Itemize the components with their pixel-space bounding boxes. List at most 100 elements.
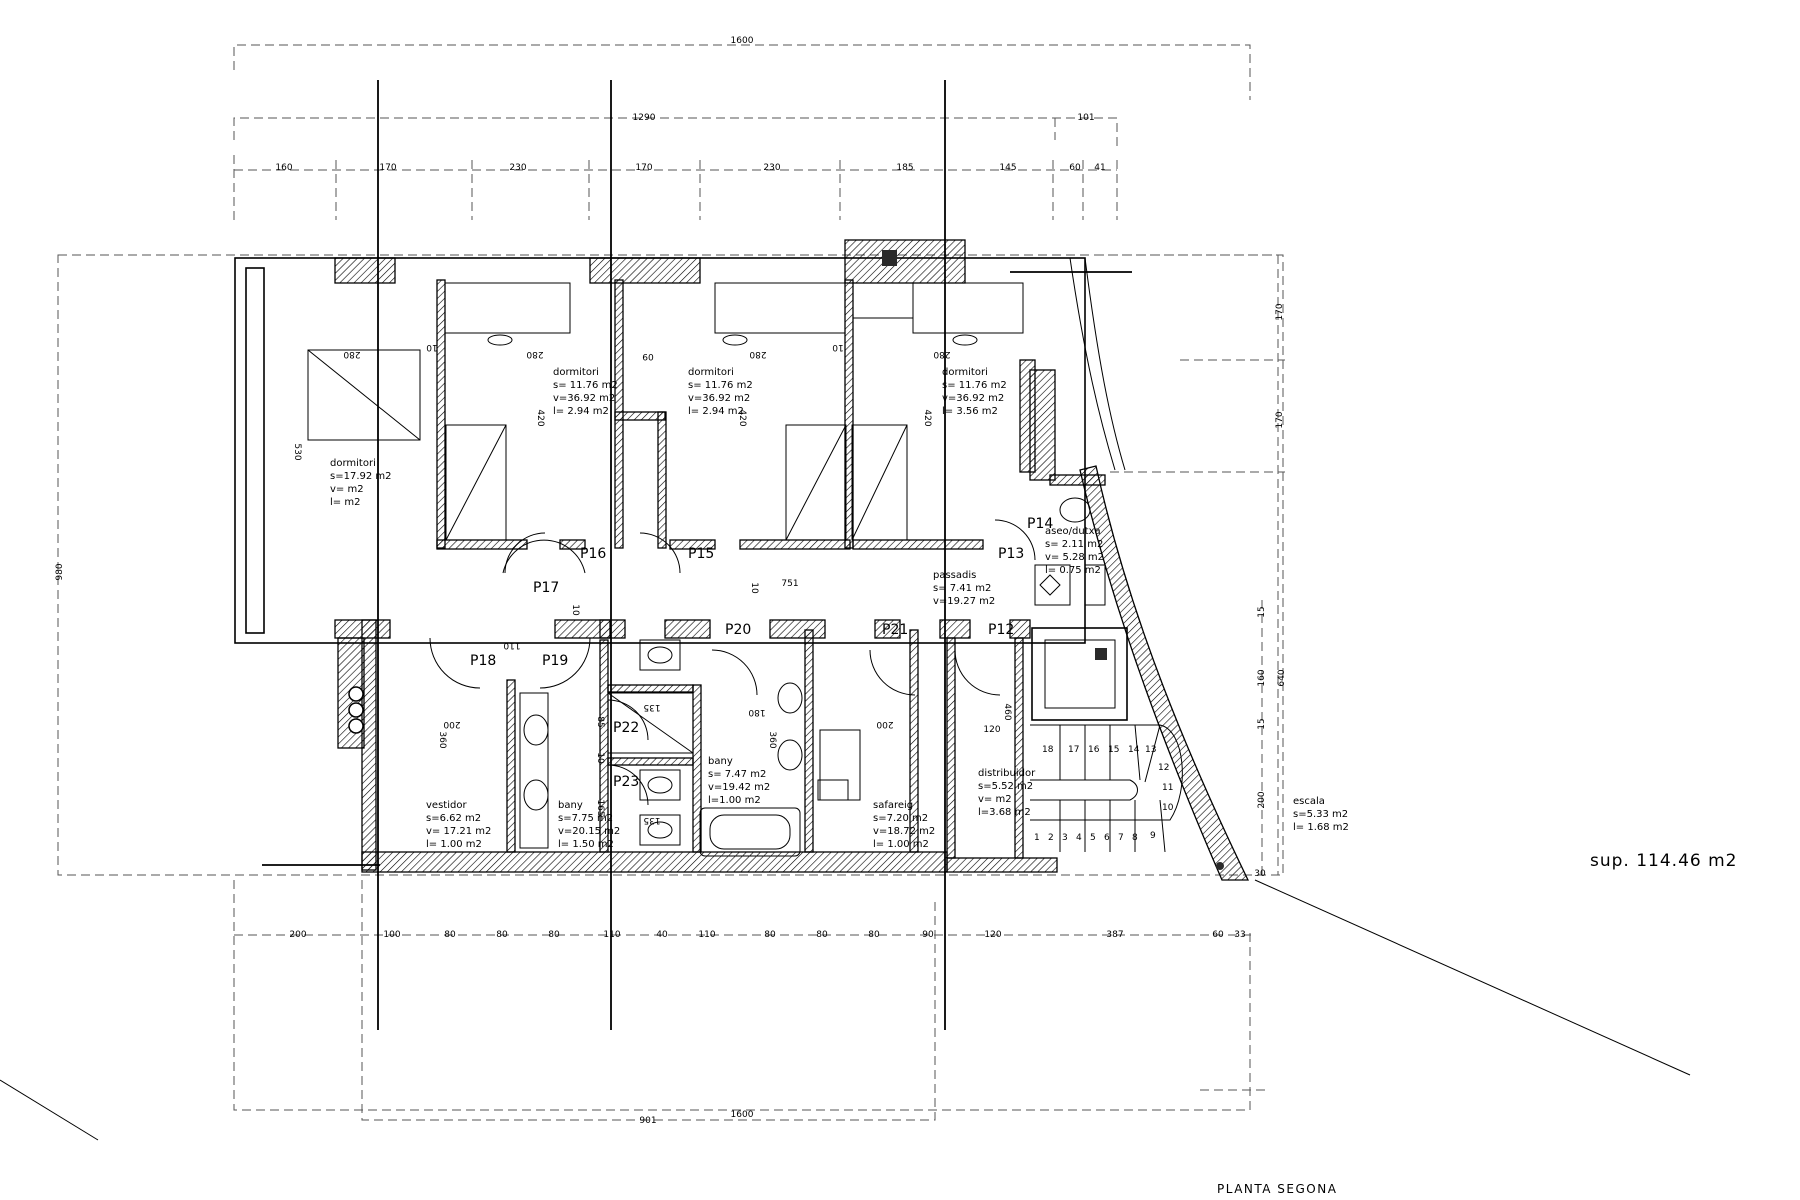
interior-dim: 360 <box>767 731 777 748</box>
dim-top-row3: 145 <box>999 163 1016 173</box>
interior-dim: 460 <box>1002 703 1012 720</box>
dim-bottom-row1: 33 <box>1234 930 1245 940</box>
room-data: l=1.00 m2 <box>708 795 761 806</box>
door-label: P16 <box>580 546 606 562</box>
room-data: l= 2.94 m2 <box>688 406 744 417</box>
dim-bottom-row1: 80 <box>816 930 828 940</box>
walls <box>234 239 1250 881</box>
stair-step-number: 12 <box>1158 763 1169 773</box>
interior-dim: 110 <box>503 640 520 650</box>
stair-step-number: 6 <box>1104 833 1110 843</box>
dim-top-row3: 60 <box>1069 163 1081 173</box>
door-label: P23 <box>613 774 639 790</box>
interior-dim: 280 <box>343 349 360 359</box>
interior-dim: 09 <box>642 351 654 361</box>
stair-step-number: 4 <box>1076 833 1082 843</box>
interior-dim: 751 <box>781 579 798 589</box>
room-name: safareig <box>873 800 913 811</box>
door-label: P20 <box>725 622 751 638</box>
room-data: v= 17.21 m2 <box>426 826 491 837</box>
interior-dim: 10 <box>426 342 438 352</box>
room-data: l= 3.56 m2 <box>942 406 998 417</box>
room-data: s= 11.76 m2 <box>688 380 753 391</box>
room-name: distribuidor <box>978 768 1036 779</box>
interior-dim: 85 <box>595 716 605 727</box>
interior-dim: 420 <box>737 409 747 426</box>
room-data: v= m2 <box>330 484 364 495</box>
room-data: s=6.62 m2 <box>426 813 481 824</box>
interior-dim: 530 <box>292 443 302 460</box>
interior-dim: 120 <box>983 725 1000 735</box>
room-data: s=5.52 m2 <box>978 781 1033 792</box>
interior-dim: 200 <box>443 719 460 729</box>
room-data: v=36.92 m2 <box>553 393 615 404</box>
room-data: v=19.42 m2 <box>708 782 770 793</box>
dim-top-row3: 160 <box>275 163 292 173</box>
interior-dim: 10 <box>595 752 605 764</box>
door-label: P17 <box>533 580 559 596</box>
room-labels: dormitori s=17.92 m2 v= m2 l= m2 dormito… <box>330 367 1349 850</box>
dim-bottom-row1: 200 <box>289 930 306 940</box>
dim-bottom-row1: 110 <box>698 930 715 940</box>
stair-step-number: 13 <box>1145 745 1156 755</box>
door-label: P19 <box>542 653 568 669</box>
dim-top-row3: 230 <box>509 163 526 173</box>
room-name: bany <box>558 800 583 811</box>
door-labels: P12 P13 P14 P15 P16 P17 P18 P19 P20 P21 … <box>470 516 1053 790</box>
interior-dim: 30 <box>1254 869 1266 879</box>
dim-right-side-lower: 640 <box>1277 669 1287 686</box>
stair-step-number: 10 <box>1162 803 1174 813</box>
dim-top-row2-left: 1290 <box>633 113 656 123</box>
dim-right-side-upper: 170 <box>1275 411 1285 428</box>
dim-bottom-row1: 80 <box>764 930 776 940</box>
room-name: escala <box>1293 796 1325 807</box>
dim-right-side-lower: 15 <box>1257 606 1267 617</box>
dim-right-side-lower: 200 <box>1257 791 1267 808</box>
stair-step-number: 16 <box>1088 745 1100 755</box>
dim-bottom-row1: 100 <box>383 930 400 940</box>
room-data: l= 1.50 m2 <box>558 839 614 850</box>
stair-step-number: 9 <box>1150 831 1156 841</box>
furniture <box>307 282 1183 857</box>
dim-overall-bottom: 1600 <box>731 1110 754 1120</box>
room-name: dormitori <box>330 458 376 469</box>
room-data: l= m2 <box>330 497 360 508</box>
interior-dim: 135 <box>643 815 660 825</box>
stair-step-number: 11 <box>1162 783 1173 793</box>
door-label: P22 <box>613 720 639 736</box>
room-data: v=18.72 m2 <box>873 826 935 837</box>
room-data: s= 7.47 m2 <box>708 769 766 780</box>
room-name: passadis <box>933 570 976 581</box>
dim-top-row2-right: 101 <box>1077 113 1094 123</box>
room-name: dormitori <box>688 367 734 378</box>
room-name: bany <box>708 756 733 767</box>
stair-step-number: 3 <box>1062 833 1068 843</box>
room-data: v= 5.28 m2 <box>1045 552 1104 563</box>
dimension-labels: 1600 1290 101 160 170 230 170 230 185 14… <box>55 36 1287 1126</box>
dim-right-side-lower: 15 <box>1257 718 1267 729</box>
interior-dim: 360 <box>437 731 447 748</box>
room-data: l= 2.94 m2 <box>553 406 609 417</box>
door-label: P12 <box>988 622 1014 638</box>
room-data: l=3.68 m2 <box>978 807 1031 818</box>
dim-bottom-row1: 80 <box>496 930 508 940</box>
interior-dim: 420 <box>535 409 545 426</box>
room-data: s= 7.41 m2 <box>933 583 991 594</box>
dim-top-row3: 170 <box>635 163 652 173</box>
room-data: s=17.92 m2 <box>330 471 392 482</box>
interior-dim: 200 <box>876 719 893 729</box>
stair-step-numbers: 1 2 3 4 5 6 7 8 9 10 11 12 13 14 15 16 1… <box>1034 745 1174 843</box>
reference-dashed-lines <box>57 44 1285 1121</box>
room-data: l= 1.00 m2 <box>873 839 929 850</box>
surface-area: sup. 114.46 m2 <box>1590 851 1738 871</box>
dim-top-row3: 185 <box>896 163 913 173</box>
stair-step-number: 1 <box>1034 833 1040 843</box>
interior-dim: 135 <box>643 702 660 712</box>
stair-step-number: 18 <box>1042 745 1054 755</box>
interior-dim: 10 <box>749 582 759 594</box>
interior-dim: 180 <box>748 707 765 717</box>
door-label: P14 <box>1027 516 1053 532</box>
dim-bottom-row1: 80 <box>868 930 880 940</box>
room-data: l= 1.00 m2 <box>426 839 482 850</box>
